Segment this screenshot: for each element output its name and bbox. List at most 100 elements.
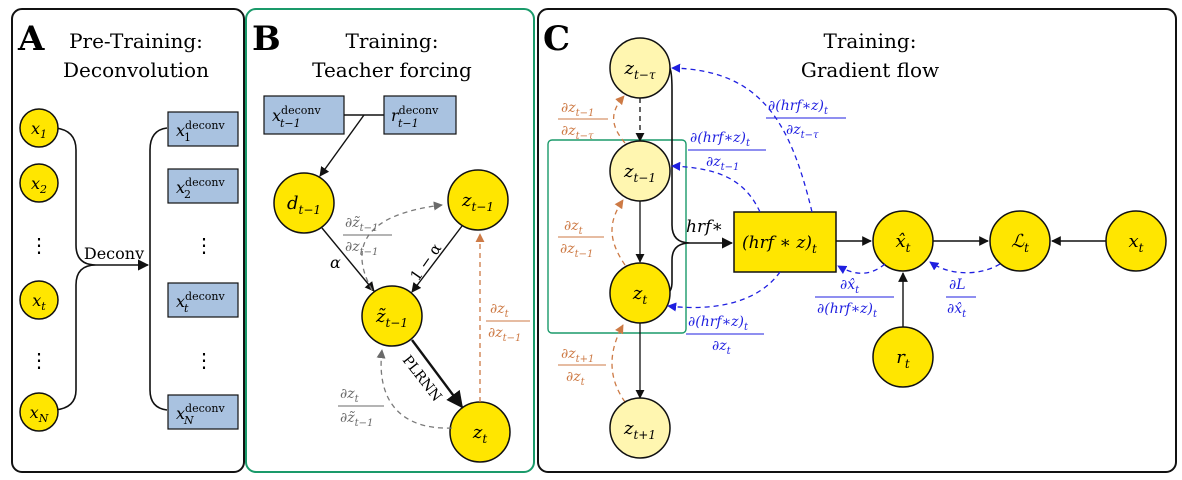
svg-text:∂zt+1: ∂zt+1 bbox=[561, 346, 594, 365]
panel-c-title-line2: Gradient flow bbox=[801, 58, 939, 82]
panel-a-letter: A bbox=[17, 19, 45, 59]
panel-b-grad-label-right: ∂zt ∂zt−1 bbox=[486, 301, 530, 344]
panel-c-grad-label-b2: ∂(hrf∗z)t ∂zt−1 bbox=[688, 130, 766, 173]
panel-b-arrow-one-minus-alpha bbox=[411, 225, 463, 293]
svg-text:∂x̂t: ∂x̂t bbox=[947, 301, 967, 320]
panel-c-node-r: rt bbox=[872, 326, 934, 388]
svg-text:(hrf ∗ z)t: (hrf ∗ z)t bbox=[742, 233, 817, 256]
svg-text:∂(hrf∗z)t: ∂(hrf∗z)t bbox=[688, 314, 749, 333]
panel-c-title-line1: Training: bbox=[824, 29, 917, 53]
svg-text:∂(hrf∗z)t: ∂(hrf∗z)t bbox=[690, 130, 751, 149]
panel-c-node-loss: ℒt bbox=[989, 210, 1051, 272]
panel-a-node-xN: xN bbox=[19, 392, 59, 432]
svg-text:∂z̃t−1: ∂z̃t−1 bbox=[340, 410, 373, 429]
panel-c-grad-arrow-o2 bbox=[611, 199, 626, 266]
svg-text:∂zt−τ: ∂zt−τ bbox=[561, 123, 594, 142]
svg-text:∂z̃t−1: ∂z̃t−1 bbox=[345, 215, 378, 234]
panel-a-title-line2: Deconvolution bbox=[63, 58, 209, 82]
svg-text:x2: x2 bbox=[31, 174, 47, 196]
svg-text:xdeconv: xdeconv bbox=[272, 104, 321, 125]
svg-text:∂zt: ∂zt bbox=[566, 369, 586, 388]
panel-c-grad-label-o3: ∂zt+1 ∂zt bbox=[558, 346, 606, 388]
svg-text:z̃t−1: z̃t−1 bbox=[375, 306, 408, 330]
panel-b-node-zt: zt bbox=[449, 401, 511, 463]
svg-text:1: 1 bbox=[184, 131, 191, 144]
panel-b-letter: B bbox=[252, 19, 281, 59]
svg-text:zt−1: zt−1 bbox=[623, 161, 656, 185]
svg-text:rt: rt bbox=[896, 347, 910, 371]
svg-text:∂zt−1: ∂zt−1 bbox=[345, 239, 378, 258]
svg-text:2: 2 bbox=[184, 188, 191, 201]
panel-c: C Training: Gradient flow hrf∗ zt−τ zt−1… bbox=[537, 8, 1177, 473]
panel-a-node-x2: x2 bbox=[19, 163, 59, 203]
panel-a-merge-label: Deconv bbox=[84, 244, 144, 263]
panel-c-letter: C bbox=[543, 19, 570, 59]
panel-c-grad-arrow-b2 bbox=[671, 161, 761, 213]
panel-b-arrow-plrnn bbox=[411, 339, 464, 409]
panel-b-node-zprev: zt−1 bbox=[447, 169, 509, 231]
panel-c-frame bbox=[537, 8, 1177, 473]
svg-text:xdeconv: xdeconv bbox=[176, 402, 225, 423]
svg-text:∂zt−τ: ∂zt−τ bbox=[786, 122, 819, 141]
panel-b-box-r: rdeconv t−1 bbox=[383, 95, 457, 135]
svg-text:∂(hrf∗z)t: ∂(hrf∗z)t bbox=[768, 98, 829, 117]
panel-a-dots-3: ⋮ bbox=[194, 233, 214, 257]
panel-b: B Training: Teacher forcing xdeconv t−1 … bbox=[245, 8, 535, 473]
svg-text:t−1: t−1 bbox=[280, 117, 301, 130]
panel-b-frame bbox=[245, 8, 535, 473]
panel-c-grad-label-o1: ∂zt−1 ∂zt−τ bbox=[558, 100, 608, 142]
panel-b-node-d: dt−1 bbox=[273, 172, 335, 234]
panel-a-output-1: xdeconv 1 bbox=[167, 111, 239, 147]
panel-a-frame bbox=[11, 8, 245, 473]
svg-text:∂zt−1: ∂zt−1 bbox=[488, 325, 521, 344]
panel-a-dots-2: ⋮ bbox=[29, 348, 49, 372]
panel-b-title-line2: Teacher forcing bbox=[312, 58, 472, 82]
svg-text:∂zt−1: ∂zt−1 bbox=[561, 100, 594, 119]
panel-b-arrow-alpha bbox=[321, 227, 375, 292]
panel-c-node-znext: zt+1 bbox=[609, 397, 671, 459]
panel-c-label-hrf: hrf∗ bbox=[686, 217, 723, 237]
svg-text:rdeconv: rdeconv bbox=[391, 104, 439, 125]
svg-text:ℒt: ℒt bbox=[1011, 231, 1029, 255]
panel-c-grad-arrow-o3 bbox=[611, 324, 626, 403]
panel-b-label-plrnn: PLRNN bbox=[399, 353, 445, 405]
panel-c-grad-arrow-b1 bbox=[671, 63, 813, 213]
svg-text:t−1: t−1 bbox=[398, 117, 419, 130]
svg-text:∂zt: ∂zt bbox=[712, 338, 732, 357]
panel-c-grad-arrow-b5 bbox=[929, 261, 1001, 274]
panel-c-node-x: xt bbox=[1105, 210, 1167, 272]
panel-b-grad-arrow-to-zprev bbox=[361, 201, 443, 291]
panel-a-dots-4: ⋮ bbox=[194, 348, 214, 372]
panel-a-node-xt: xt bbox=[19, 280, 59, 320]
svg-text:∂L: ∂L bbox=[949, 277, 966, 293]
svg-text:∂zt: ∂zt bbox=[564, 218, 584, 237]
svg-text:xdeconv: xdeconv bbox=[176, 290, 225, 311]
svg-text:N: N bbox=[183, 414, 194, 427]
svg-text:∂zt: ∂zt bbox=[490, 301, 510, 320]
svg-text:xN: xN bbox=[30, 403, 49, 425]
panel-c-node-zprev: zt−1 bbox=[609, 140, 671, 202]
panel-a-output-2: xdeconv 2 bbox=[167, 168, 239, 204]
panel-c-grad-label-b3: ∂(hrf∗z)t ∂zt bbox=[686, 314, 764, 357]
panel-a-title-line1: Pre-Training: bbox=[69, 29, 203, 53]
panel-c-node-ztau: zt−τ bbox=[609, 37, 671, 99]
svg-text:xt: xt bbox=[32, 291, 46, 313]
panel-b-label-one-minus-alpha: 1 − α bbox=[407, 240, 446, 285]
panel-b-grad-label-tilde: ∂z̃t−1 ∂zt−1 bbox=[343, 215, 392, 258]
svg-text:xdeconv: xdeconv bbox=[176, 119, 225, 140]
svg-text:zt: zt bbox=[632, 283, 647, 307]
panel-c-grad-arrow-o1 bbox=[612, 95, 626, 144]
svg-text:zt−τ: zt−τ bbox=[624, 58, 656, 82]
panel-b-label-alpha: α bbox=[330, 253, 341, 272]
panel-b-arrow-to-d bbox=[319, 114, 365, 177]
panel-b-node-ztilde: z̃t−1 bbox=[361, 285, 423, 347]
svg-text:∂zt−1: ∂zt−1 bbox=[560, 241, 593, 260]
panel-a-output-N: xdeconv N bbox=[167, 394, 239, 430]
panel-c-node-xhat: x̂t bbox=[872, 210, 934, 272]
panel-b-grad-label-zt: ∂zt ∂z̃t−1 bbox=[338, 386, 384, 429]
panel-c-grad-label-b1: ∂(hrf∗z)t ∂zt−τ bbox=[766, 98, 846, 141]
panel-c-grad-arrow-b3 bbox=[667, 271, 781, 312]
svg-text:∂x̂t: ∂x̂t bbox=[840, 277, 860, 296]
panel-a-output-t: xdeconv t bbox=[167, 282, 239, 318]
panel-a-dots-1: ⋮ bbox=[29, 233, 49, 257]
